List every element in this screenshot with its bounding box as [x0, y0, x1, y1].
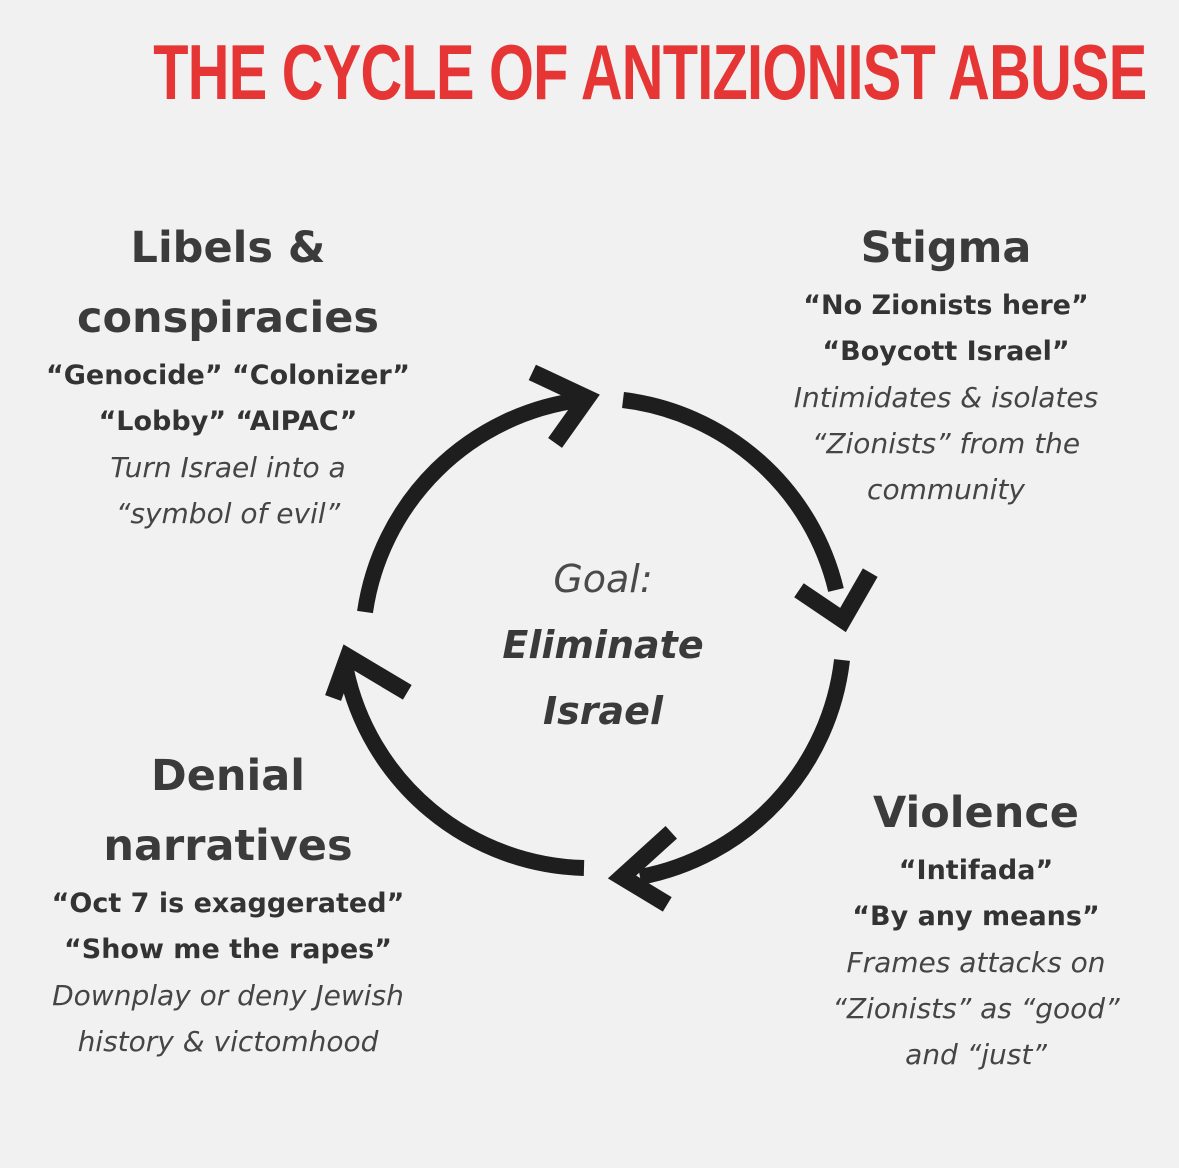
- stage-heading: conspiracies: [77, 293, 379, 343]
- goal-text: Israel: [543, 689, 663, 733]
- stage-quote: “Oct 7 is exaggerated”: [51, 888, 405, 919]
- goal-text: Eliminate: [502, 623, 704, 667]
- stage-quote: “By any means”: [852, 901, 1100, 932]
- stage-description: community: [867, 473, 1025, 506]
- goal-label: Goal:: [553, 557, 653, 601]
- stage-stigma: Stigma “No Zionists here” “Boycott Israe…: [718, 213, 1174, 513]
- arrowhead-left-icon: [607, 825, 678, 912]
- stage-quote: “Show me the rapes”: [64, 934, 392, 965]
- stage-quote: “Lobby” “AIPAC”: [98, 406, 358, 437]
- stage-description: and “just”: [905, 1038, 1047, 1071]
- stage-quote: “Boycott Israel”: [822, 336, 1070, 367]
- stage-description: “Zionists” as “good”: [832, 992, 1120, 1025]
- stage-description: Intimidates & isolates: [793, 381, 1099, 414]
- arrow-violence-to-denial: [638, 659, 850, 885]
- stage-heading: Violence: [873, 788, 1079, 838]
- arrow-stigma-to-violence: [622, 392, 844, 592]
- stage-heading: narratives: [103, 821, 353, 871]
- arrowhead-right-icon: [528, 364, 600, 448]
- arrow-denial-to-libels: [338, 668, 585, 876]
- stage-quote: “Intifada”: [898, 855, 1054, 886]
- stage-libels: Libels & conspiracies “Genocide” “Coloni…: [0, 213, 456, 537]
- stage-quote: “No Zionists here”: [803, 290, 1089, 321]
- stage-heading: Stigma: [860, 223, 1032, 273]
- stage-description: “symbol of evil”: [115, 497, 341, 530]
- center-goal: Goal: Eliminate Israel: [453, 546, 753, 744]
- stage-description: “Zionists” from the: [811, 427, 1081, 460]
- stage-description: history & victomhood: [77, 1025, 379, 1058]
- stage-description: Frames attacks on: [846, 946, 1106, 979]
- arrowhead-down-right-icon: [794, 568, 878, 633]
- stage-description: Downplay or deny Jewish: [52, 979, 404, 1012]
- page-title: THE CYCLE OF ANTIZIONIST ABUSE: [153, 28, 1147, 116]
- stage-quote: “Genocide” “Colonizer”: [45, 360, 410, 391]
- arrow-libels-to-stigma: [357, 392, 582, 614]
- stage-denial: Denial narratives “Oct 7 is exaggerated”…: [0, 741, 456, 1065]
- stage-description: Turn Israel into a: [110, 451, 346, 484]
- stage-heading: Libels &: [130, 223, 326, 273]
- stage-violence: Violence “Intifada” “By any means” Frame…: [748, 778, 1179, 1078]
- stage-heading: Denial: [151, 751, 305, 801]
- arrowhead-up-left-icon: [325, 644, 412, 701]
